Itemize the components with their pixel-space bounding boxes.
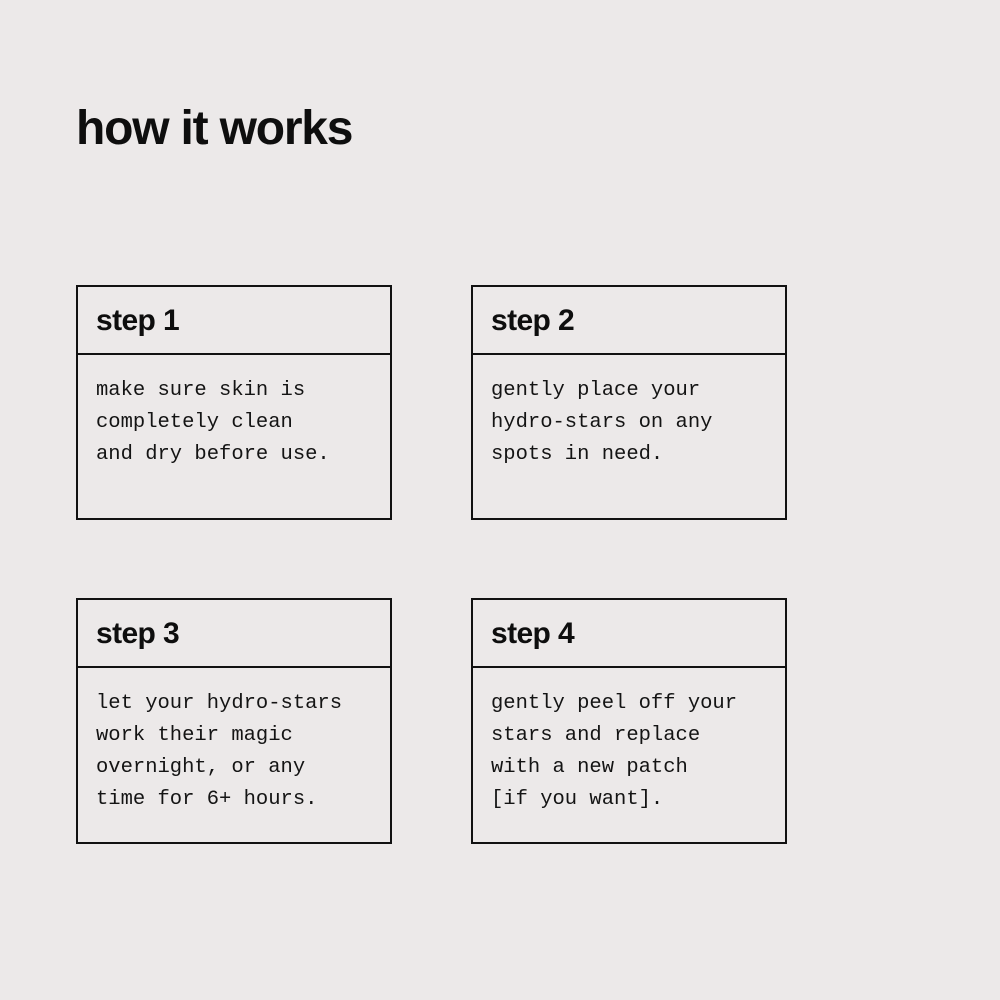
step-card-2-body: gently place your hydro-stars on any spo… [473,355,785,518]
step-card-1-title: step 1 [96,304,180,337]
step-card-1-text: make sure skin is completely clean and d… [96,379,330,466]
step-card-3-body: let your hydro-stars work their magic ov… [78,668,390,842]
step-card-3: step 3 let your hydro-stars work their m… [76,598,392,844]
steps-grid: step 1 make sure skin is completely clea… [76,285,788,844]
step-card-2: step 2 gently place your hydro-stars on … [471,285,787,520]
page-title: how it works [76,102,353,155]
step-card-3-text: let your hydro-stars work their magic ov… [96,692,343,811]
step-card-1: step 1 make sure skin is completely clea… [76,285,392,520]
step-card-3-title: step 3 [96,617,180,650]
step-card-2-header: step 2 [473,287,785,355]
step-card-4-title: step 4 [491,617,575,650]
step-card-1-body: make sure skin is completely clean and d… [78,355,390,518]
step-card-4-header: step 4 [473,600,785,668]
step-card-3-header: step 3 [78,600,390,668]
step-card-4-body: gently peel off your stars and replace w… [473,668,785,842]
steps-row-1: step 1 make sure skin is completely clea… [76,285,788,520]
step-card-2-title: step 2 [491,304,575,337]
step-card-4: step 4 gently peel off your stars and re… [471,598,787,844]
step-card-2-text: gently place your hydro-stars on any spo… [491,379,713,466]
step-card-4-text: gently peel off your stars and replace w… [491,692,738,811]
step-card-1-header: step 1 [78,287,390,355]
steps-row-2: step 3 let your hydro-stars work their m… [76,598,788,844]
